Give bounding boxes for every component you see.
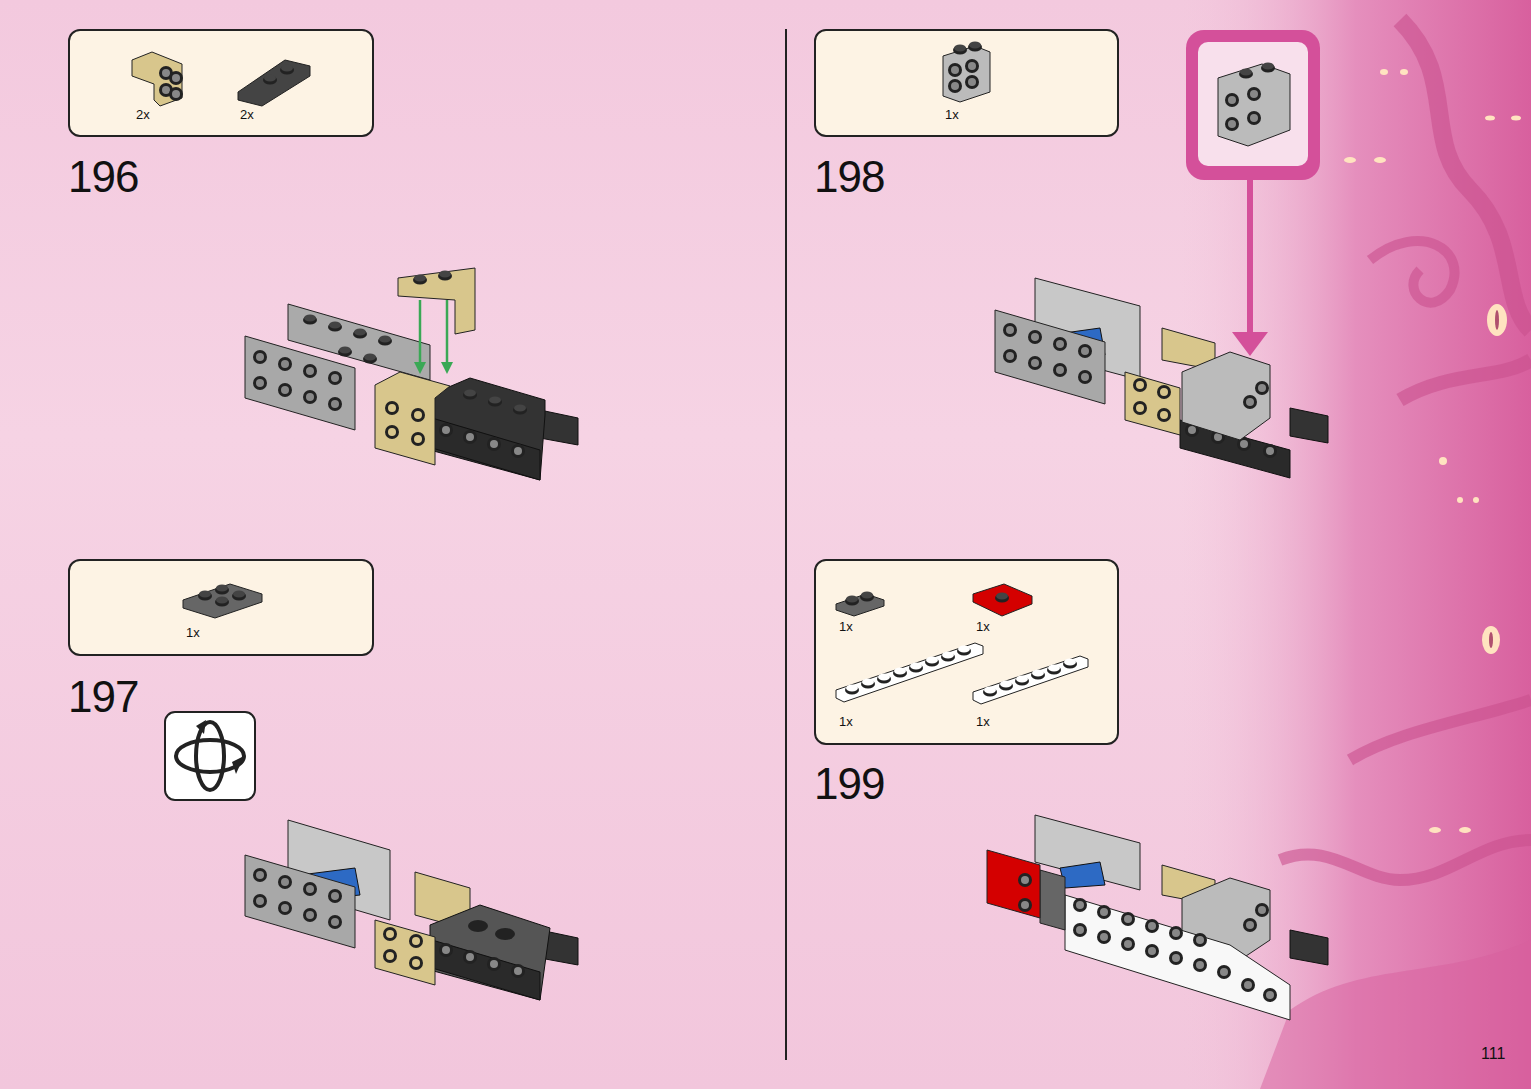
parts-box: 1x [814,29,1119,137]
part-count: 1x [976,619,990,634]
page-number: 111 [1481,1045,1505,1063]
part-count: 1x [976,714,990,729]
part-count: 1x [839,714,853,729]
step-number: 199 [814,759,884,809]
step-number: 196 [68,152,138,202]
part-count: 1x [186,625,200,640]
part-count: 1x [839,619,853,634]
step-number: 197 [68,672,138,722]
part-count: 1x [945,107,959,122]
parts-box: 2x 2x [68,29,374,137]
parts-box: 1x [68,559,374,656]
part-count: 2x [240,107,254,122]
parts-box: 1x 1x 1x 1x [814,559,1119,745]
step-number: 198 [814,152,884,202]
part-count: 2x [136,107,150,122]
